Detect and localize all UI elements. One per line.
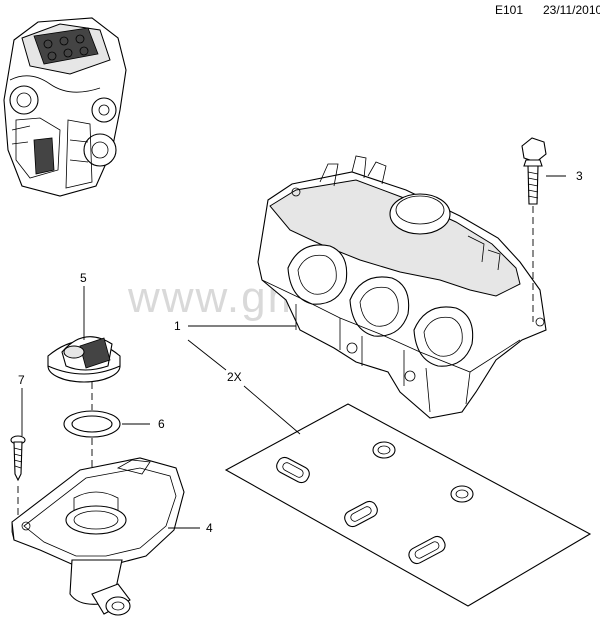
diagram-header: E101 23/11/2010 [0,0,600,22]
callout-4: 4 [206,521,213,535]
diagram-code: E101 [495,3,524,17]
gasket-set [224,403,592,607]
callout-3: 3 [576,169,583,183]
leader-1-2x [187,339,227,371]
engine-thumbnail [3,17,127,197]
oil-separator-housing [11,457,185,616]
callout-1: 1 [174,319,181,333]
bolt [521,137,547,205]
callout-7: 7 [18,373,25,387]
callout-6: 6 [158,417,165,431]
o-ring [63,410,121,438]
intake-manifold [257,155,547,419]
oil-filler-cap [47,336,121,383]
diagram-date: 23/11/2010 [543,3,600,17]
leader-2x [243,385,301,435]
callout-2x: 2X [227,370,242,384]
screw [10,435,26,482]
callout-5: 5 [80,271,87,285]
